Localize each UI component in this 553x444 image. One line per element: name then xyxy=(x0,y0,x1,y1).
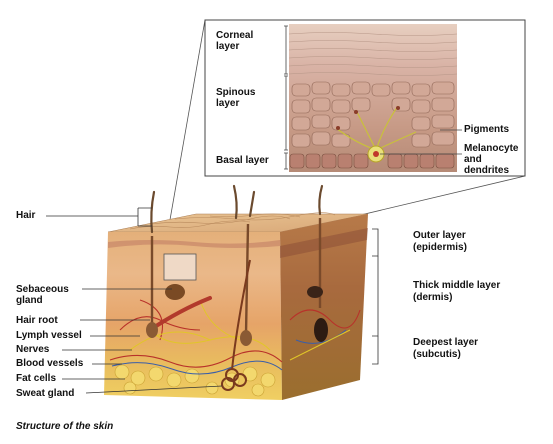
label-basal-layer: Basal layer xyxy=(216,155,269,166)
label-fat-cells: Fat cells xyxy=(16,373,57,384)
cube-front-face xyxy=(104,232,282,400)
label-sebaceous-gland: Sebaceous gland xyxy=(16,284,69,306)
label-line: gland xyxy=(16,295,43,306)
label-lymph-vessel: Lymph vessel xyxy=(16,330,82,341)
zoom-line xyxy=(163,19,206,255)
right-brackets xyxy=(372,228,379,365)
label-line: Deepest layer xyxy=(413,337,479,348)
label-line: Thick middle layer xyxy=(413,280,501,291)
label-nerves: Nerves xyxy=(16,344,50,355)
label-line: (dermis) xyxy=(413,292,453,303)
label-line: layer xyxy=(216,98,240,109)
label-line: Corneal xyxy=(216,30,254,41)
label-line: Outer layer xyxy=(413,230,466,241)
label-hair-root: Hair root xyxy=(16,315,58,326)
label-line: layer xyxy=(216,41,240,52)
zoom-region-square xyxy=(163,253,197,281)
label-spinous-layer: Spinous layer xyxy=(216,87,255,109)
label-middle-layer: Thick middle layer (dermis) xyxy=(413,280,500,304)
label-sweat-gland: Sweat gland xyxy=(16,388,75,399)
label-pigments: Pigments xyxy=(464,124,510,135)
label-line: dendrites xyxy=(464,165,510,176)
label-deepest-layer: Deepest layer (subcutis) xyxy=(413,337,478,361)
skin-cube xyxy=(104,184,369,400)
label-hair: Hair xyxy=(16,210,36,221)
label-outer-layer: Outer layer (epidermis) xyxy=(413,230,467,254)
epidermis-inset xyxy=(204,19,526,177)
label-line: Melanocyte xyxy=(464,143,519,154)
label-melanocyte: Melanocyte and dendrites xyxy=(464,143,518,176)
leader-lines xyxy=(46,207,223,394)
label-line: (epidermis) xyxy=(413,242,467,253)
label-line: Sebaceous xyxy=(16,284,69,295)
label-line: (subcutis) xyxy=(413,349,461,360)
figure-caption: Structure of the skin xyxy=(16,421,114,432)
label-blood-vessels: Blood vessels xyxy=(16,358,84,369)
label-line: and xyxy=(464,154,482,165)
label-corneal-layer: Corneal layer xyxy=(216,30,253,52)
label-line: Spinous xyxy=(216,87,256,98)
